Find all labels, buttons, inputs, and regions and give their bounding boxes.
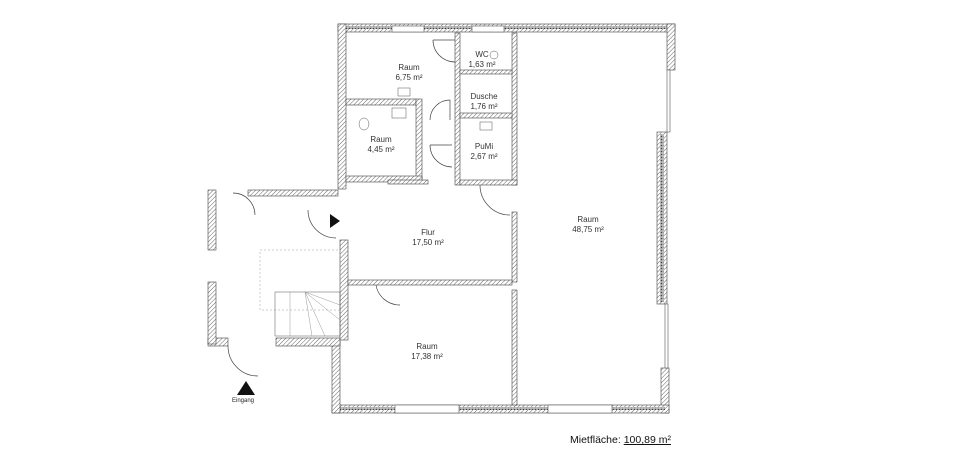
doors bbox=[227, 39, 511, 377]
room-name: Raum bbox=[577, 215, 599, 224]
room-name: Flur bbox=[421, 228, 435, 237]
room-name: Dusche bbox=[470, 92, 498, 101]
room-area: 17,50 m² bbox=[412, 238, 444, 247]
room-area: 17,38 m² bbox=[411, 352, 443, 361]
room-area: 2,67 m² bbox=[470, 152, 498, 161]
fixtures bbox=[358, 50, 499, 131]
room-area: 1,63 m² bbox=[468, 60, 496, 69]
total-area-label: Mietfläche: bbox=[570, 434, 621, 446]
windows bbox=[391, 25, 671, 414]
interior-walls bbox=[345, 32, 518, 406]
entrance-marker-icon bbox=[237, 381, 255, 395]
staircase bbox=[259, 249, 341, 337]
total-area: Mietfläche: 100,89 m² bbox=[570, 434, 671, 446]
room-area: 48,75 m² bbox=[572, 225, 604, 234]
exterior-walls bbox=[207, 23, 676, 414]
room-area: 6,75 m² bbox=[395, 73, 423, 82]
entrance-label: Eingang bbox=[232, 398, 255, 404]
room-name: Raum bbox=[370, 135, 392, 144]
entry-arrow-icon bbox=[330, 214, 340, 228]
room-name: WC bbox=[475, 50, 489, 59]
room-name: Raum bbox=[398, 63, 420, 72]
room-area: 1,76 m² bbox=[470, 102, 498, 111]
total-area-value: 100,89 m² bbox=[623, 434, 671, 446]
room-name: Raum bbox=[416, 342, 438, 351]
room-area: 4,45 m² bbox=[367, 145, 395, 154]
room-name: PuMi bbox=[474, 142, 494, 151]
